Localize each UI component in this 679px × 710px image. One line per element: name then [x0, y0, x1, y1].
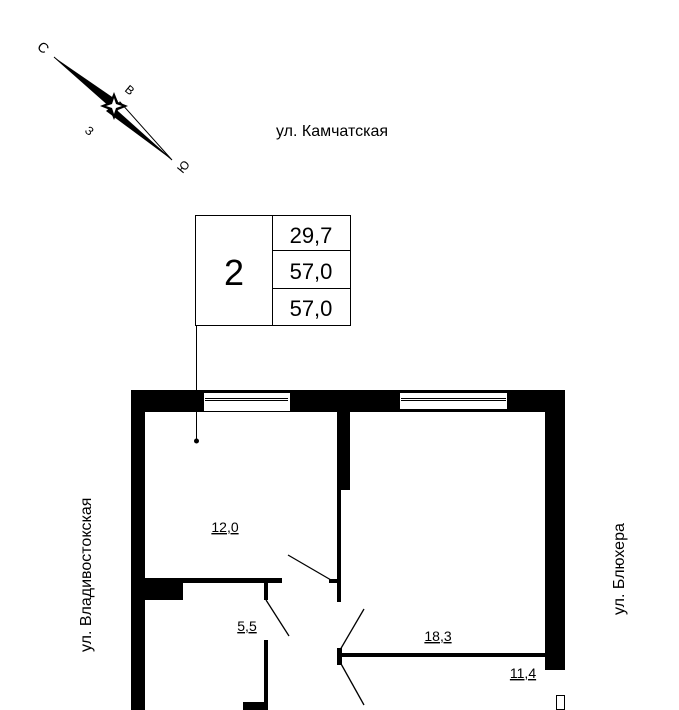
total-area-value: 57,0	[290, 259, 333, 284]
radiator	[556, 695, 565, 710]
street-top-label: ул. Камчатская	[276, 123, 388, 140]
room-area-bathroom: 5,5	[237, 618, 257, 634]
total-area-balcony-value: 57,0	[290, 296, 333, 321]
street-right-label: ул. Блюхера	[611, 523, 628, 615]
door-swings	[265, 554, 365, 706]
compass-south-label: Ю	[174, 158, 193, 176]
living-area-value: 29,7	[290, 223, 333, 248]
rooms-count: 2	[224, 252, 244, 293]
compass-west-label: З	[82, 123, 97, 138]
window-left	[203, 392, 291, 412]
compass-east-label: В	[122, 82, 137, 98]
room-area-kitchen: 11,4	[510, 665, 536, 681]
room-area-top-left: 12,0	[211, 519, 238, 535]
room-area-right: 18,3	[424, 628, 451, 644]
window-right	[399, 392, 508, 410]
compass-rose-icon	[53, 56, 173, 161]
apartment-info-table	[195, 215, 351, 326]
compass-north-label: С	[34, 38, 52, 57]
leader-dot	[194, 438, 199, 444]
street-left-label: ул. Владивостокская	[78, 498, 95, 652]
